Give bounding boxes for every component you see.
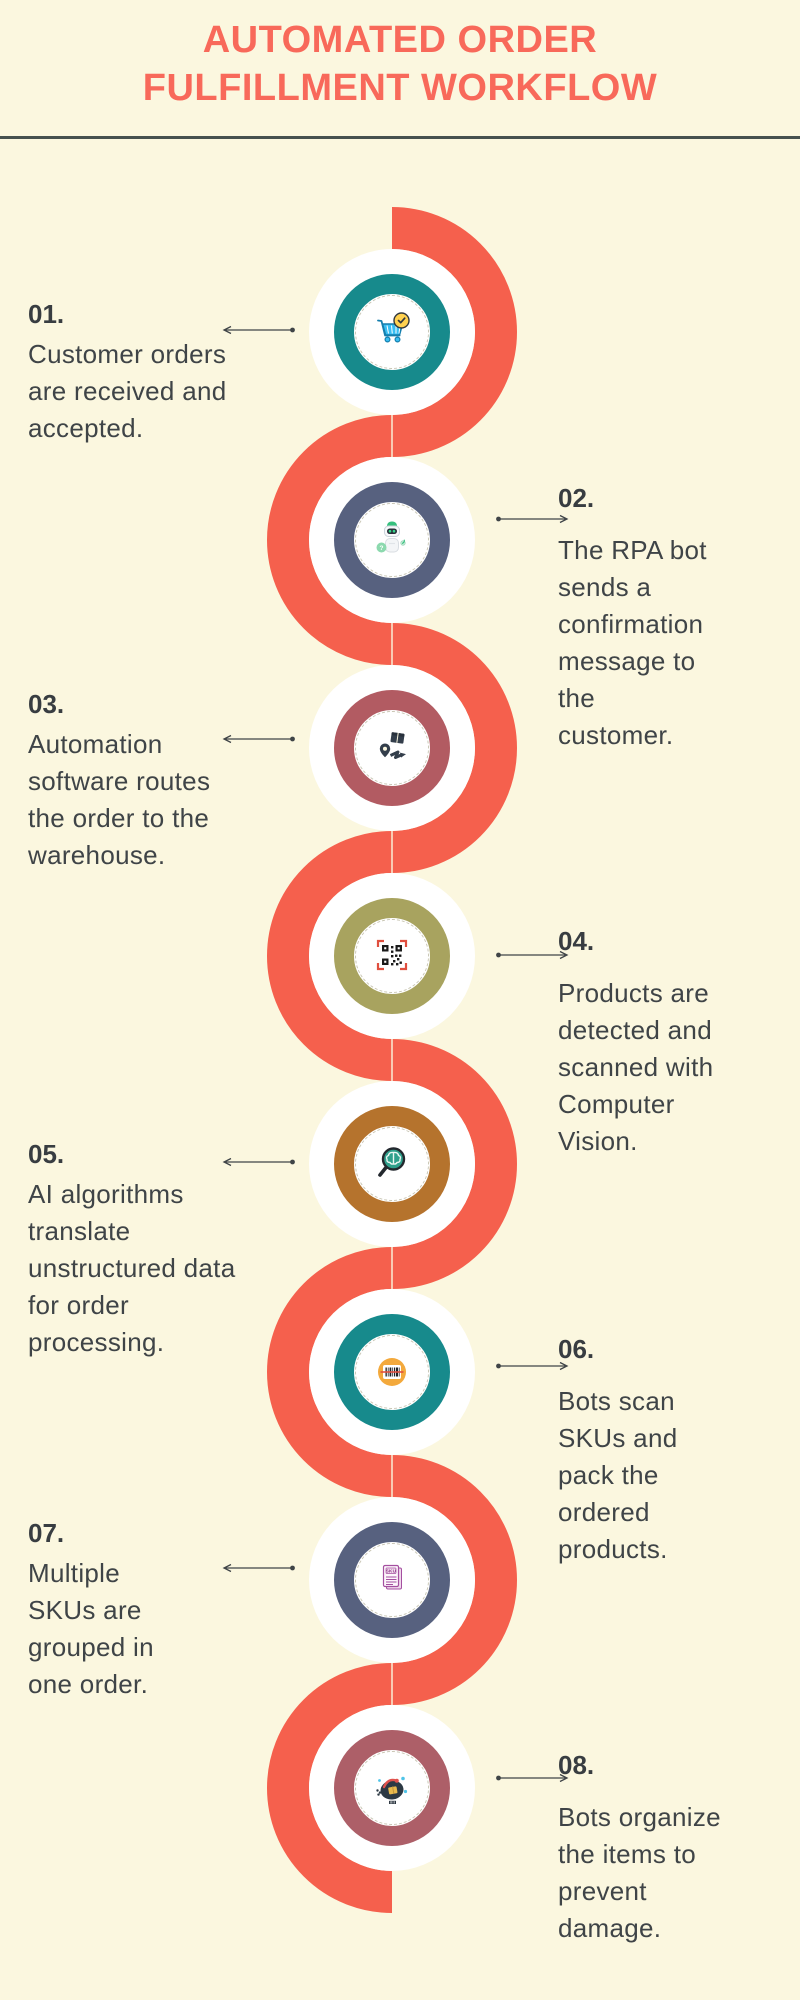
step-node-4: [309, 873, 475, 1039]
packing-robot-icon: [376, 1776, 408, 1804]
page-title-line2: FULFILLMENT WORKFLOW: [142, 67, 658, 109]
title-divider: [0, 136, 800, 139]
step-description: Multiple SKUs are grouped in one order.: [28, 1558, 154, 1699]
step-block-8: 08. Bots organize the items to prevent d…: [558, 1747, 793, 1947]
step-description: Automation software routes the order to …: [28, 729, 211, 870]
page-title: AUTOMATED ORDER FULFILLMENT WORKFLOW: [0, 16, 800, 112]
magnifier-brain-icon: [378, 1147, 406, 1177]
step-block-3: 03. Automation software routes the order…: [28, 686, 313, 874]
step-node-6: [309, 1289, 475, 1455]
step-node-1: [309, 249, 475, 415]
step-ring-5: [334, 1106, 450, 1222]
step-node-7: SKU: [309, 1497, 475, 1663]
step-number: 02.: [558, 483, 595, 513]
connector-step-7: [222, 1563, 295, 1573]
step-description: AI algorithms translate unstructured dat…: [28, 1179, 236, 1357]
step-number: 07.: [28, 1518, 65, 1548]
step-ring-8: [334, 1730, 450, 1846]
step-number: 01.: [28, 299, 65, 329]
step-node-2: ?: [309, 457, 475, 623]
page-title-line1: AUTOMATED ORDER: [202, 19, 598, 61]
step-number: 04.: [558, 926, 595, 956]
step-node-5: [309, 1081, 475, 1247]
barcode-icon: [378, 1358, 406, 1386]
connector-step-2: [496, 514, 569, 524]
connector-step-1: [222, 325, 295, 335]
step-ring-4: [334, 898, 450, 1014]
step-node-3: [309, 665, 475, 831]
sku-document-icon: SKU: [382, 1564, 402, 1590]
cart-check-icon: [377, 312, 410, 343]
step-number: 06.: [558, 1334, 595, 1364]
step-block-1: 01. Customer orders are received and acc…: [28, 296, 313, 447]
step-ring-2: ?: [334, 482, 450, 598]
qr-scan-icon: [376, 939, 408, 971]
step-description: Products are detected and scanned with C…: [558, 978, 714, 1156]
package-routing-icon: [379, 732, 406, 759]
step-block-5: 05. AI algorithms translate unstructured…: [28, 1136, 313, 1361]
svg-text:SKU: SKU: [386, 1568, 397, 1573]
step-description: Bots organize the items to prevent damag…: [558, 1802, 721, 1943]
step-ring-6: [334, 1314, 450, 1430]
step-ring-3: [334, 690, 450, 806]
rpa-robot-icon: ?: [376, 521, 406, 553]
step-description: The RPA bot sends a confirmation message…: [558, 535, 707, 750]
step-ring-7: SKU: [334, 1522, 450, 1638]
step-number: 03.: [28, 689, 65, 719]
connector-step-4: [496, 950, 569, 960]
connector-step-5: [222, 1157, 295, 1167]
step-number: 08.: [558, 1750, 595, 1780]
step-number: 05.: [28, 1139, 65, 1169]
connector-step-6: [496, 1361, 569, 1371]
step-block-2: 02. The RPA bot sends a confirmation mes…: [558, 480, 793, 754]
step-node-8: [309, 1705, 475, 1871]
step-ring-1: [334, 274, 450, 390]
step-description: Customer orders are received and accepte…: [28, 339, 227, 443]
step-block-6: 06. Bots scan SKUs and pack the ordered …: [558, 1331, 793, 1568]
connector-step-8: [496, 1773, 569, 1783]
connector-step-3: [222, 734, 295, 744]
step-block-7: 07. Multiple SKUs are grouped in one ord…: [28, 1515, 313, 1703]
step-description: Bots scan SKUs and pack the ordered prod…: [558, 1386, 678, 1564]
svg-text:?: ?: [380, 545, 384, 552]
step-block-4: 04. Products are detected and scanned wi…: [558, 923, 793, 1160]
